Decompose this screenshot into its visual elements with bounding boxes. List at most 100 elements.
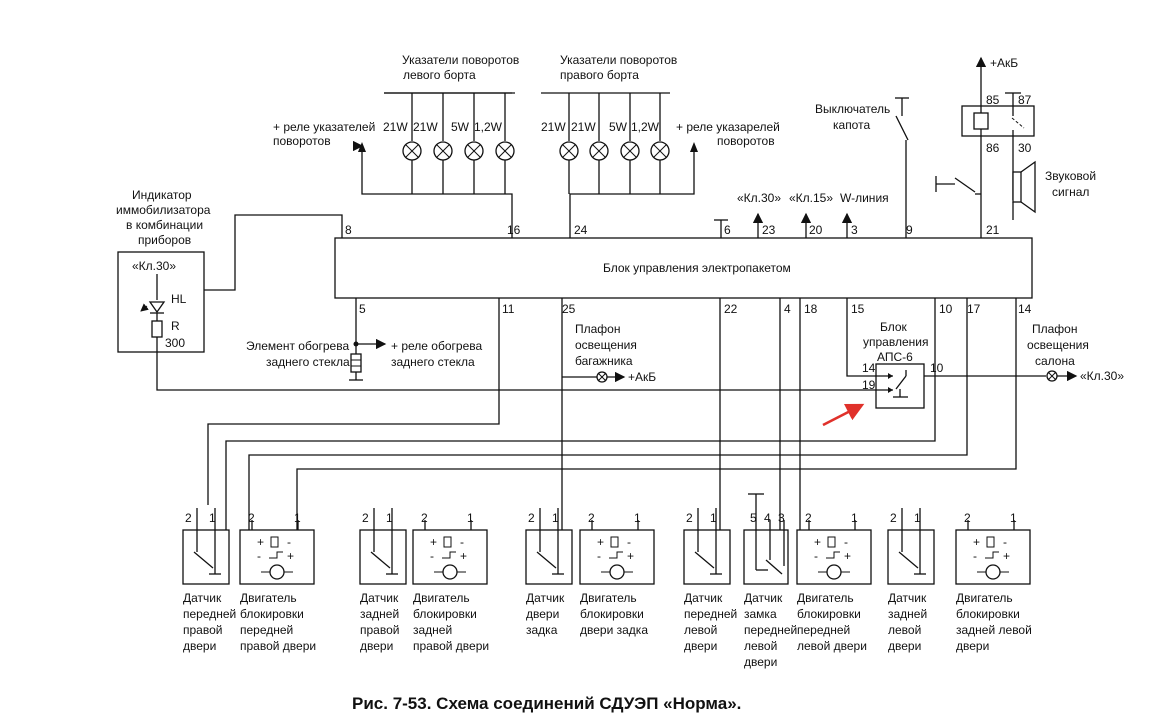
trunk-lamp-supply: +АкБ bbox=[628, 370, 656, 384]
lock-motor-icon: +--+ bbox=[814, 535, 851, 580]
resistor-icon bbox=[151, 313, 163, 370]
turn-lamp-icon bbox=[620, 141, 640, 161]
pin-top-6: 6 bbox=[724, 223, 731, 237]
pin-bottom-17: 17 bbox=[967, 302, 981, 316]
pin-bottom-22: 22 bbox=[724, 302, 738, 316]
pin-top-23: 23 bbox=[762, 223, 776, 237]
pin-label: 2 bbox=[185, 511, 192, 525]
horn-relay-85: 85 bbox=[986, 93, 1000, 107]
horn-relay-30: 30 bbox=[1018, 141, 1032, 155]
pin-bottom-5: 5 bbox=[359, 302, 366, 316]
right-turn-title-2: правого борта bbox=[560, 68, 639, 82]
motor-plus-top: + bbox=[257, 535, 264, 549]
aps6-label-2: управления bbox=[863, 335, 928, 349]
left-turn-watt-3: 5W bbox=[451, 120, 470, 134]
pin-label: 5 bbox=[750, 511, 757, 525]
turn-lamp-icon bbox=[650, 141, 670, 161]
device-label: Датчик bbox=[744, 591, 783, 605]
pin-label: 1 bbox=[914, 511, 921, 525]
motor-plus-bottom: + bbox=[627, 549, 634, 563]
pin-bottom-11: 11 bbox=[502, 302, 515, 316]
cabin-lamp-label-2: освещения bbox=[1027, 338, 1089, 352]
right-turn-watt-1: 21W bbox=[541, 120, 566, 134]
aps6-label-3: АПС-6 bbox=[877, 350, 913, 364]
door-switch-icon bbox=[193, 540, 221, 575]
wire-immobilizer-aps6 bbox=[156, 370, 877, 391]
lock-motor-icon: +--+ bbox=[257, 535, 294, 580]
device-label: передней bbox=[240, 623, 293, 637]
horn-label-1: Звуковой bbox=[1045, 169, 1096, 183]
hood-switch-label-2: капота bbox=[833, 118, 870, 132]
cabin-lamp-label-3: салона bbox=[1035, 354, 1075, 368]
turn-lamp-icon bbox=[464, 141, 484, 161]
left-turn-title-1: Указатели поворотов bbox=[402, 53, 519, 67]
pin-label: 2 bbox=[964, 511, 971, 525]
wire-immobilizer-pin8 bbox=[204, 214, 343, 291]
motor-plus-bottom: + bbox=[460, 549, 467, 563]
pin-label: 1 bbox=[634, 511, 641, 525]
pin-label: 2 bbox=[805, 511, 812, 525]
lock-motor-icon: +--+ bbox=[430, 535, 467, 580]
cabin-lamp-supply: «Кл.30» bbox=[1080, 369, 1124, 383]
motor-minus-bottom: - bbox=[430, 549, 434, 563]
horn-relay-box bbox=[961, 105, 1035, 137]
left-turn-watt-4: 1,2W bbox=[474, 120, 503, 134]
pin-label: 2 bbox=[248, 511, 255, 525]
pin-top-20: 20 bbox=[809, 223, 823, 237]
motor-plus-top: + bbox=[973, 535, 980, 549]
horn-supply: +АкБ bbox=[990, 56, 1018, 70]
immobilizer-hl: HL bbox=[171, 292, 187, 306]
motor-plus-top: + bbox=[814, 535, 821, 549]
aps6-pin10: 10 bbox=[930, 361, 944, 375]
motor-minus-top: - bbox=[844, 535, 848, 549]
device-label: задней bbox=[360, 607, 399, 621]
trunk-lamp-label-2: освещения bbox=[575, 338, 637, 352]
aps6-label-1: Блок bbox=[880, 320, 908, 334]
motor-minus-bottom: - bbox=[257, 549, 261, 563]
device-label: правой двери bbox=[413, 639, 489, 653]
device-label: Двигатель bbox=[413, 591, 470, 605]
pin-label: 4 bbox=[764, 511, 771, 525]
cabin-lamp-icon bbox=[924, 370, 1078, 382]
device-label: правой двери bbox=[240, 639, 316, 653]
pin-top-21: 21 bbox=[986, 223, 1000, 237]
device-label: передней bbox=[797, 623, 850, 637]
device-label: Датчик bbox=[684, 591, 723, 605]
device-label: Датчик bbox=[888, 591, 927, 605]
immobilizer-title-3: в комбинации bbox=[126, 218, 203, 232]
aps6-pin19: 19 bbox=[862, 378, 876, 392]
right-turn-title-1: Указатели поворотов bbox=[560, 53, 677, 67]
pin-bottom-15: 15 bbox=[851, 302, 865, 316]
pin-label: 2 bbox=[890, 511, 897, 525]
device-label: задней bbox=[413, 623, 452, 637]
device-label: двери bbox=[360, 639, 393, 653]
device-label: Двигатель bbox=[797, 591, 854, 605]
trunk-lamp-label-1: Плафон bbox=[575, 322, 620, 336]
device-label: двери bbox=[888, 639, 921, 653]
turn-lamp-icon bbox=[402, 141, 422, 161]
main-control-block bbox=[334, 237, 1033, 299]
pin-label: 2 bbox=[686, 511, 693, 525]
motor-plus-bottom: + bbox=[1003, 549, 1010, 563]
turn-lamp-icon bbox=[433, 141, 453, 161]
wire-left-turn bbox=[361, 146, 513, 238]
immobilizer-title-4: приборов bbox=[138, 233, 191, 247]
wire-pin10 bbox=[225, 298, 936, 530]
pin-label: 1 bbox=[851, 511, 858, 525]
wire-pin17 bbox=[248, 298, 968, 530]
device-label: правой bbox=[360, 623, 399, 637]
arrow-up-icon bbox=[690, 142, 698, 152]
motor-minus-bottom: - bbox=[814, 549, 818, 563]
signal-kl15: «Кл.15» bbox=[789, 191, 833, 205]
wire-pin11 bbox=[207, 298, 500, 505]
device-label: Датчик bbox=[360, 591, 399, 605]
pin-label: 1 bbox=[710, 511, 717, 525]
device-label: левой bbox=[744, 639, 777, 653]
device-label: левой bbox=[888, 623, 921, 637]
right-turn-watt-4: 1,2W bbox=[631, 120, 660, 134]
